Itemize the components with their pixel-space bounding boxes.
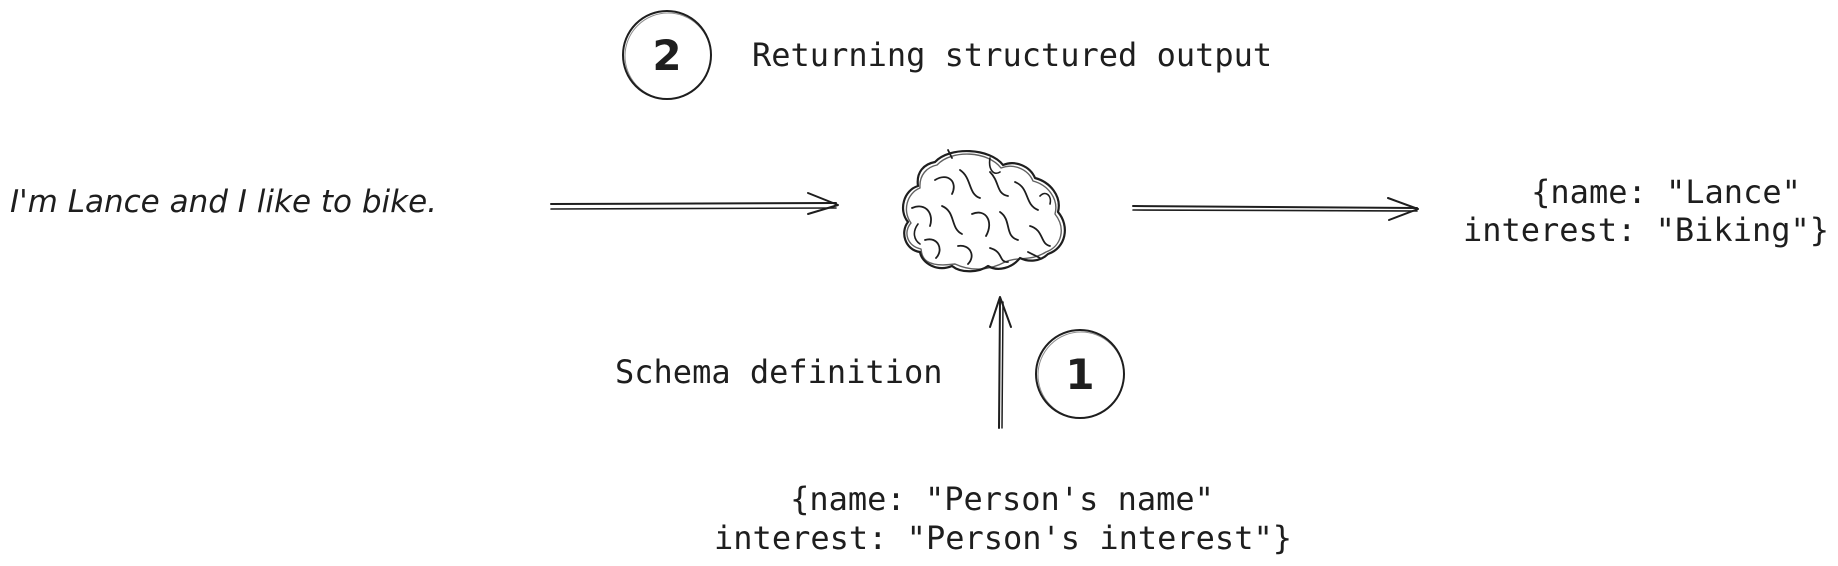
schema-line-1: {name: "Person's name" bbox=[790, 480, 1214, 518]
schema-line-2: interest: "Person's interest"} bbox=[714, 519, 1292, 557]
step-1-badge: 1 bbox=[1035, 329, 1125, 419]
schema-to-model-arrow bbox=[989, 296, 1012, 429]
output-line-1: {name: "Lance" bbox=[1531, 173, 1801, 211]
model-to-output-arrow bbox=[1132, 197, 1419, 221]
step-1-number: 1 bbox=[1065, 350, 1094, 399]
schema-definition-label: Schema definition bbox=[615, 353, 943, 391]
input-to-model-arrow bbox=[550, 192, 839, 215]
input-sentence: I'm Lance and I like to bike. bbox=[10, 184, 437, 220]
brain-icon bbox=[901, 149, 1066, 273]
output-line-2: interest: "Biking"} bbox=[1463, 211, 1829, 249]
step-2-number: 2 bbox=[652, 31, 681, 80]
step-2-badge: 2 bbox=[622, 10, 712, 100]
step-2-label: Returning structured output bbox=[752, 36, 1272, 74]
